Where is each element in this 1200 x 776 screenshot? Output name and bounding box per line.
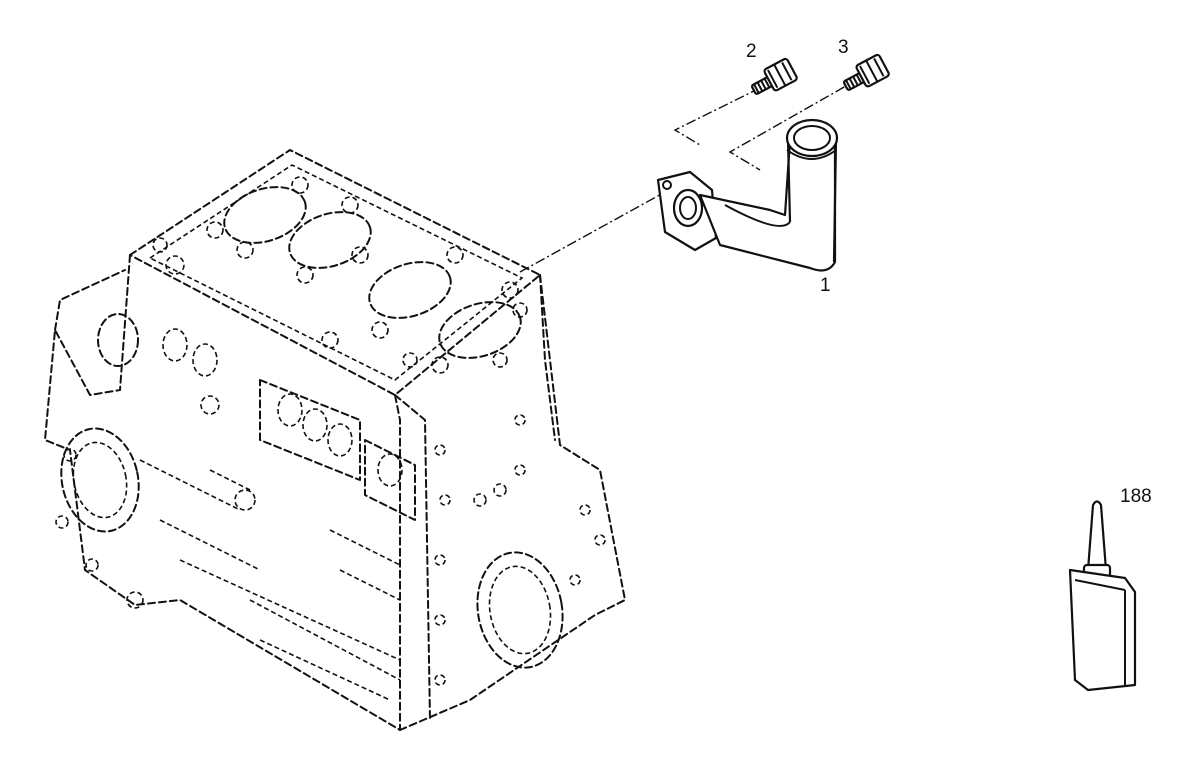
callout-part-2: 2 xyxy=(746,41,757,62)
screw-icon xyxy=(842,53,890,91)
callout-part-188: 188 xyxy=(1120,486,1152,507)
callout-part-1: 1 xyxy=(820,275,831,296)
elbow-pipe-icon xyxy=(656,118,839,272)
screw-icon xyxy=(750,57,798,95)
sealant-tube-icon xyxy=(1068,500,1137,692)
assembly-centerlines xyxy=(519,77,861,273)
engine-block-icon xyxy=(44,149,626,731)
callout-part-3: 3 xyxy=(838,37,849,58)
